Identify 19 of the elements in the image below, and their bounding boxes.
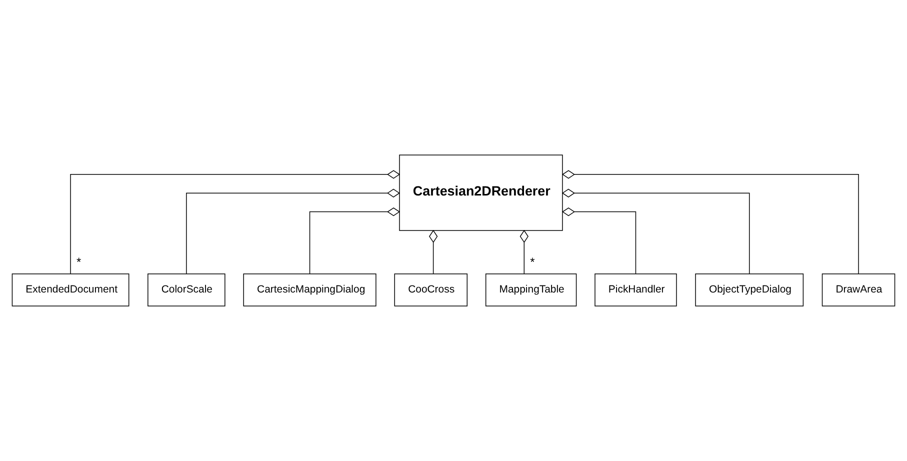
node-box: ExtendedDocument [12, 273, 130, 306]
node-box: MappingTable [485, 273, 577, 306]
edge-label: * [530, 255, 535, 270]
connector [562, 170, 859, 274]
edge-label: * [76, 255, 82, 270]
connector [70, 170, 400, 274]
node-box: Cartesian2DRenderer [399, 154, 563, 231]
node-box: ObjectTypeDialog [695, 273, 804, 306]
connector [562, 188, 750, 274]
node-box: CooCross [394, 273, 468, 306]
connector [520, 230, 528, 274]
connector [562, 207, 636, 274]
connector [309, 207, 400, 274]
node-box: CartesicMappingDialog [243, 273, 376, 306]
node-box: ColorScale [148, 273, 226, 306]
node-box: DrawArea [822, 273, 896, 306]
connector [186, 188, 400, 274]
node-box: PickHandler [594, 273, 677, 306]
connector [428, 230, 438, 274]
